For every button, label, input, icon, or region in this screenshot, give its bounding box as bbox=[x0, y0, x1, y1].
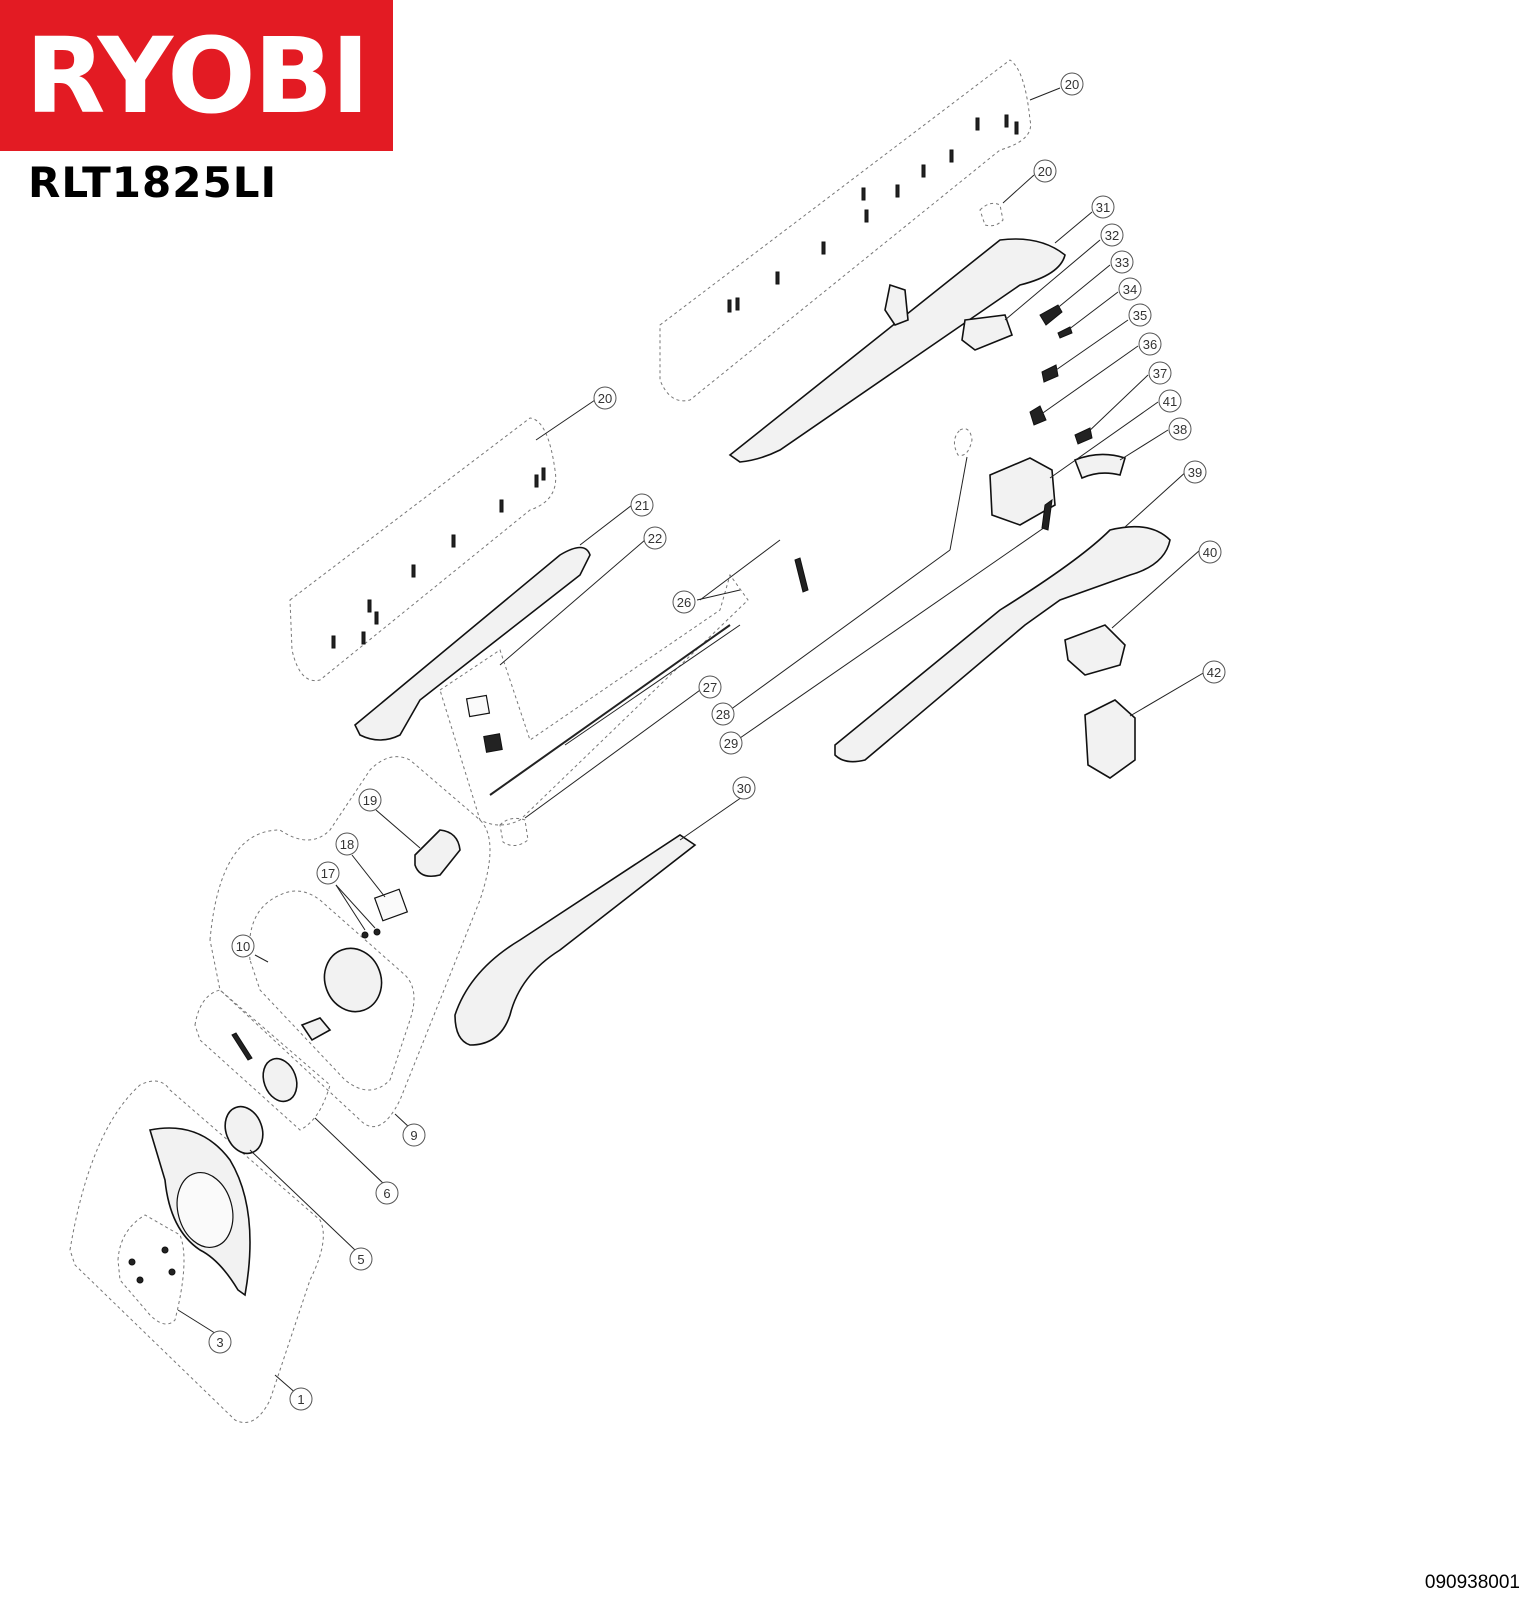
svg-text:1: 1 bbox=[297, 1392, 304, 1407]
svg-text:19: 19 bbox=[363, 793, 377, 808]
svg-text:6: 6 bbox=[383, 1186, 390, 1201]
callout-30: 30 bbox=[732, 776, 756, 800]
svg-text:32: 32 bbox=[1105, 228, 1119, 243]
callout-38: 38 bbox=[1168, 417, 1192, 441]
charger-part bbox=[1084, 699, 1136, 779]
callout-21: 21 bbox=[630, 493, 654, 517]
callout-20-left: 20 bbox=[593, 386, 617, 410]
callout-36: 36 bbox=[1138, 332, 1162, 356]
parts bbox=[128, 114, 1171, 1297]
handle-grip-knob bbox=[884, 283, 909, 326]
callout-26: 26 bbox=[672, 590, 696, 614]
callout-10: 10 bbox=[231, 934, 255, 958]
svg-text:36: 36 bbox=[1143, 337, 1157, 352]
svg-text:20: 20 bbox=[1038, 164, 1052, 179]
document-number: 090938001 bbox=[1424, 1572, 1520, 1593]
svg-text:27: 27 bbox=[703, 680, 717, 695]
svg-text:30: 30 bbox=[737, 781, 751, 796]
svg-text:10: 10 bbox=[236, 939, 250, 954]
svg-text:20: 20 bbox=[598, 391, 612, 406]
callout-35: 35 bbox=[1128, 303, 1152, 327]
svg-text:17: 17 bbox=[321, 866, 335, 881]
callouts: 20 20 31 32 33 34 35 36 37 41 38 20 21 2… bbox=[208, 72, 1226, 1411]
callout-3: 3 bbox=[208, 1330, 232, 1354]
callout-17: 17 bbox=[316, 861, 340, 885]
callout-6: 6 bbox=[375, 1181, 399, 1205]
lower-housing bbox=[454, 834, 697, 1046]
spool-housing bbox=[323, 947, 383, 1013]
svg-text:37: 37 bbox=[1153, 366, 1167, 381]
group-outlines bbox=[69, 59, 1032, 1423]
callout-33: 33 bbox=[1110, 250, 1134, 274]
spool-cap bbox=[224, 1105, 264, 1155]
svg-text:9: 9 bbox=[410, 1128, 417, 1143]
callout-32: 32 bbox=[1100, 223, 1124, 247]
svg-text:21: 21 bbox=[635, 498, 649, 513]
callout-29: 29 bbox=[719, 731, 743, 755]
callout-20-top: 20 bbox=[1060, 72, 1084, 96]
ryobi-logo: RYOBI bbox=[0, 0, 393, 151]
callout-19: 19 bbox=[358, 788, 382, 812]
leader-lines bbox=[177, 87, 1206, 1396]
svg-text:5: 5 bbox=[357, 1252, 364, 1267]
svg-text:20: 20 bbox=[1065, 77, 1079, 92]
svg-text:18: 18 bbox=[340, 837, 354, 852]
callout-28: 28 bbox=[711, 702, 735, 726]
svg-text:35: 35 bbox=[1133, 308, 1147, 323]
svg-text:39: 39 bbox=[1188, 465, 1202, 480]
model-number: RLT1825LI bbox=[28, 158, 278, 207]
callout-22: 22 bbox=[643, 526, 667, 550]
upper-handle-part bbox=[728, 238, 1066, 463]
callout-34: 34 bbox=[1118, 277, 1142, 301]
svg-text:40: 40 bbox=[1203, 545, 1217, 560]
svg-text:26: 26 bbox=[677, 595, 691, 610]
svg-text:29: 29 bbox=[724, 736, 738, 751]
callout-20-mid: 20 bbox=[1033, 159, 1057, 183]
callout-1: 1 bbox=[289, 1387, 313, 1411]
svg-text:42: 42 bbox=[1207, 665, 1221, 680]
svg-text:28: 28 bbox=[716, 707, 730, 722]
svg-text:3: 3 bbox=[216, 1335, 223, 1350]
svg-text:31: 31 bbox=[1096, 200, 1110, 215]
callout-41: 41 bbox=[1158, 389, 1182, 413]
callout-27: 27 bbox=[698, 675, 722, 699]
callout-9: 9 bbox=[402, 1123, 426, 1147]
motor-housing-left bbox=[354, 546, 591, 741]
spool bbox=[262, 1057, 298, 1103]
svg-text:33: 33 bbox=[1115, 255, 1129, 270]
callout-31: 31 bbox=[1091, 195, 1115, 219]
callout-40: 40 bbox=[1198, 540, 1222, 564]
svg-text:38: 38 bbox=[1173, 422, 1187, 437]
shaft-tube bbox=[834, 525, 1171, 763]
svg-text:22: 22 bbox=[648, 531, 662, 546]
callout-42: 42 bbox=[1202, 660, 1226, 684]
motor bbox=[414, 829, 461, 878]
svg-text:34: 34 bbox=[1123, 282, 1137, 297]
callout-39: 39 bbox=[1183, 460, 1207, 484]
callout-18: 18 bbox=[335, 832, 359, 856]
callout-5: 5 bbox=[349, 1247, 373, 1271]
svg-text:41: 41 bbox=[1163, 394, 1177, 409]
battery-pack bbox=[989, 457, 1056, 526]
logo-text: RYOBI bbox=[25, 14, 369, 137]
callout-37: 37 bbox=[1148, 361, 1172, 385]
